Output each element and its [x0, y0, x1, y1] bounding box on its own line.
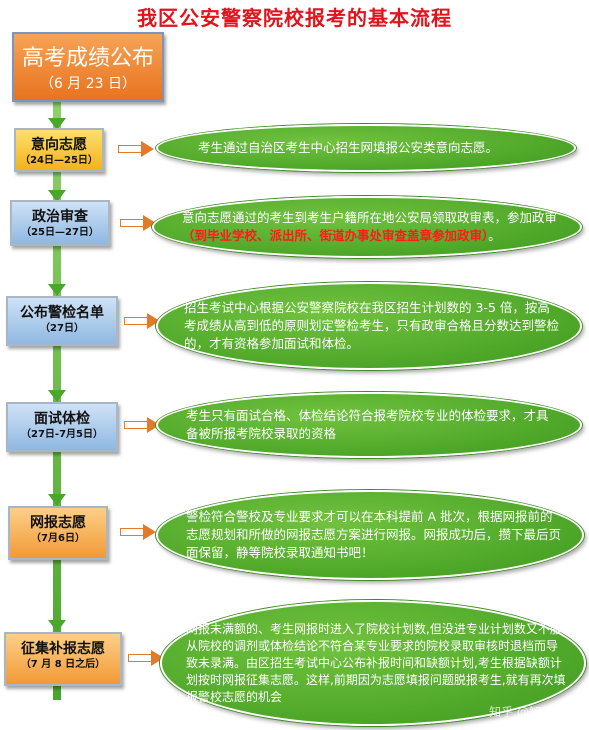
step-desc-supplementary: 网报未满额的、考生网报时进入了院校计划数,但没进专业计划数又不服从院校的调剂或体…	[160, 600, 586, 726]
step-desc-online-application: 警检符合警校及专业要求才可以在本科提前 A 批次，根据网报前的志愿规划和所做的网…	[156, 490, 584, 580]
watermark: 知乎 @知乎用户	[489, 705, 577, 719]
step-date: （27日-7月5日）	[21, 429, 103, 440]
step-box-online-application: 网报志愿 （7月6日）	[8, 506, 108, 560]
right-arrow	[120, 524, 156, 540]
right-arrow	[120, 215, 156, 231]
right-arrow	[124, 313, 160, 329]
red-note: （到毕业学校、派出所、街道办事处审查盖章参加政审）	[182, 228, 489, 243]
down-arrow	[48, 620, 66, 632]
step-label: 征集补报志愿	[21, 641, 105, 657]
step-desc-political-review: 意向志愿通过的考生到考生户籍所在地公安局领取政审表，参加政审（到毕业学校、派出所…	[152, 196, 582, 258]
step-desc-checklist: 招生考试中心根据公安警察院校在我区招生计划数的 3-5 倍，按高考成绩从高到低的…	[156, 282, 582, 370]
step-label: 政治审查	[32, 209, 88, 225]
start-label: 高考成绩公布	[21, 46, 154, 71]
step-desc-interview: 考生只有面试合格、体检结论符合报考院校专业的体检要求，才具备被所报考院校录取的资…	[156, 392, 582, 458]
step-label: 网报志愿	[30, 515, 86, 531]
step-label: 公布警检名单	[20, 305, 104, 321]
right-arrow	[128, 650, 164, 666]
start-box: 高考成绩公布 （6 月 23 日）	[12, 32, 164, 102]
page-title: 我区公安警察院校报考的基本流程	[137, 6, 452, 30]
down-arrow	[48, 190, 66, 202]
step-box-interview: 面试体检 （27日-7月5日）	[6, 402, 118, 452]
step-box-checklist: 公布警检名单 （27日）	[6, 296, 118, 346]
step-box-political-review: 政治审查 （25日—27日）	[10, 200, 110, 246]
down-arrow	[48, 284, 66, 296]
right-arrow	[124, 417, 160, 433]
step-desc-intention: 考生通过自治区考生中心招生网填报公安类意向志愿。	[156, 124, 576, 172]
step-box-supplementary: 征集补报志愿 （7 月 8 日之后）	[4, 632, 122, 686]
step-date: （25日—27日）	[21, 227, 99, 238]
start-date: （6 月 23 日）	[39, 76, 137, 92]
step-date: （27日）	[40, 323, 84, 334]
right-arrow	[118, 141, 154, 157]
step-box-intention: 意向志愿 （24日—25日）	[14, 128, 104, 172]
step-date: （7 月 8 日之后）	[20, 659, 106, 670]
step-date: （24日—25日）	[20, 155, 98, 166]
down-arrow	[48, 118, 66, 130]
down-arrow	[48, 390, 66, 402]
down-arrow	[48, 494, 66, 506]
step-label: 意向志愿	[31, 137, 87, 153]
step-date: （7月6日）	[31, 533, 85, 544]
step-label: 面试体检	[34, 411, 90, 427]
